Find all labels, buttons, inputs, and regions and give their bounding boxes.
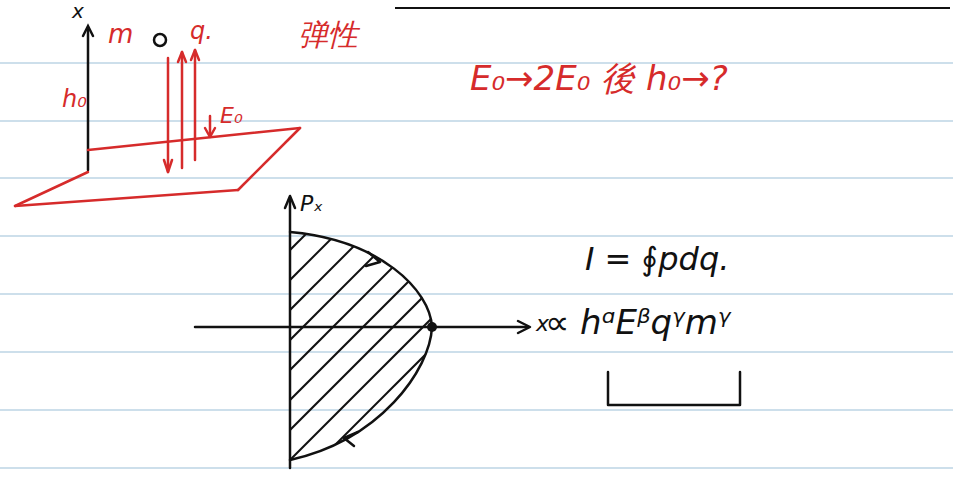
formula: I = ∮pdq. xyxy=(585,242,729,277)
mass-label: m xyxy=(108,20,133,49)
charge-label: q. xyxy=(190,18,213,44)
plate-and-field xyxy=(15,50,300,206)
height-label: h₀ xyxy=(62,86,87,112)
phase-plot xyxy=(195,196,740,468)
hatching xyxy=(270,90,450,487)
ruled-lines xyxy=(0,63,953,468)
note-text: 弹性 xyxy=(298,18,358,51)
field-label: E₀ xyxy=(220,104,243,128)
formula: ∝ hᵅEᵝqᵞmᵞ xyxy=(545,304,731,341)
question-text: E₀→2E₀ 後 h₀→? xyxy=(470,60,728,97)
particle xyxy=(154,34,166,46)
turning-point xyxy=(427,322,437,332)
top-rule xyxy=(395,7,950,9)
axis-label: Pₓ xyxy=(300,192,323,216)
axis-label: x xyxy=(72,0,84,22)
